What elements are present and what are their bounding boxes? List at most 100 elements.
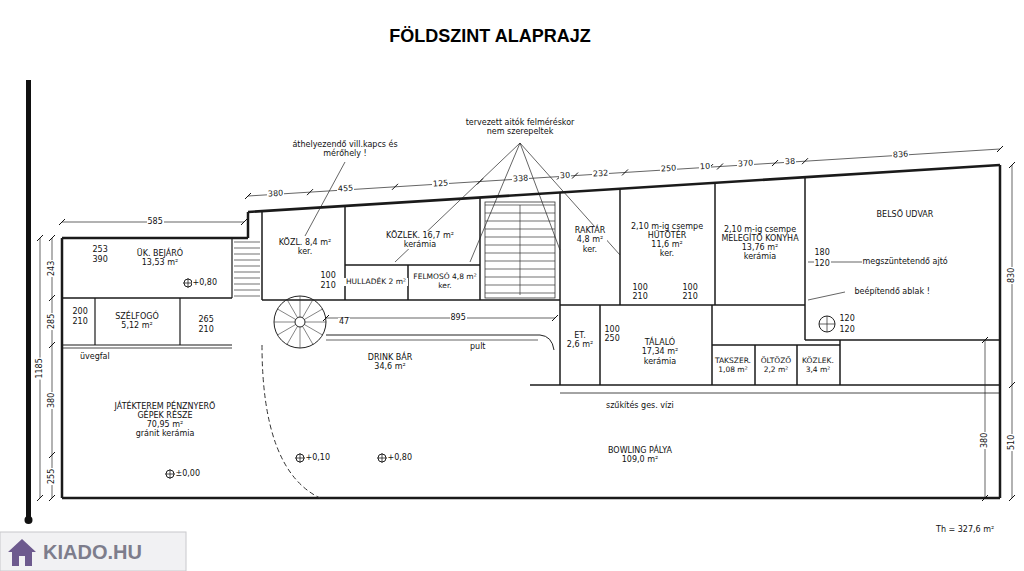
- room-text: gránit kerámia: [108, 429, 223, 438]
- level-marker: [165, 469, 175, 479]
- room-text: 2,6 m²: [567, 340, 593, 349]
- stair-outline: [485, 202, 555, 298]
- level-marker: [166, 470, 174, 478]
- spiral-step: [287, 299, 298, 317]
- plan-label: 390: [92, 256, 109, 265]
- dimension-tick: [245, 193, 251, 199]
- room-text: JÁTÉKTEREM PÉNZNYERŐ GÉPEK RÉSZE: [108, 402, 223, 420]
- room: ET.2,6 m²: [565, 331, 595, 349]
- stair-step: [234, 290, 260, 291]
- wall: [754, 345, 756, 385]
- stair-step: [234, 296, 260, 297]
- room-text: FELMOSÓ 4,8 m²: [413, 273, 476, 282]
- room-text: 109,0 m²: [608, 455, 672, 464]
- wall: [712, 344, 840, 346]
- wall: [61, 238, 64, 498]
- plan-label: 380: [48, 391, 57, 408]
- dimension-tick: [59, 219, 65, 225]
- wall: [560, 304, 805, 306]
- plan-label: 253: [92, 246, 109, 255]
- room-text: ker.: [575, 245, 606, 254]
- page-title: FÖLDSZINT ALAPRAJZ: [389, 26, 590, 47]
- wall: [62, 497, 1000, 500]
- dimension-tick: [772, 160, 778, 166]
- wall: [796, 345, 798, 385]
- plan-label: 47: [338, 318, 350, 327]
- room-text: KÖZLEK.: [802, 357, 834, 366]
- plan-label: tervezett aitók felméréskor nem szerepel…: [457, 119, 584, 137]
- plan-label: 38: [784, 157, 797, 167]
- dimension-tick: [49, 495, 55, 501]
- room-text: 70,95 m²: [108, 420, 223, 429]
- level-marker: [377, 453, 387, 463]
- plan-label: 180: [814, 249, 831, 258]
- spiral-step: [274, 322, 295, 323]
- stair-step: [234, 248, 260, 249]
- leader-line: [470, 143, 520, 262]
- wall: [62, 348, 232, 349]
- level-marker: [295, 453, 305, 463]
- room-text: DRINK BÁR: [368, 353, 412, 362]
- plan-label: 455: [336, 185, 354, 195]
- wall: [560, 393, 1000, 394]
- watermark-box: [0, 532, 186, 571]
- room-text: 34,6 m²: [368, 362, 412, 371]
- room: ÜK. BEJÁRÓ13,53 m²: [135, 249, 185, 267]
- stair-step: [234, 278, 260, 279]
- spiral-step: [287, 326, 298, 344]
- plan-label: 285: [48, 312, 57, 329]
- plan-label: 250: [604, 335, 621, 344]
- room-text: ker.: [631, 249, 703, 258]
- plan-label: 100: [604, 326, 621, 335]
- dimension-tick: [49, 342, 55, 348]
- plan-label: 510: [1008, 433, 1017, 450]
- plan-label: 895: [450, 314, 467, 323]
- plan-label: 210: [72, 318, 89, 327]
- level-marker: [296, 454, 304, 462]
- bar-counter: [326, 340, 538, 341]
- spiral-stair: [295, 317, 305, 327]
- plan-label: 200: [72, 308, 89, 317]
- room: 2,10 m-ig csempeHŰTŐTÉR11,6 m²ker.: [629, 222, 705, 259]
- room: 2,10 m-ig csempeMELEGÍTŐ KONYHA13,76 m²k…: [719, 225, 800, 262]
- spiral-stair: [274, 296, 326, 348]
- stair-arrow: [520, 205, 521, 295]
- room-text: 5,12 m²: [115, 321, 158, 330]
- spiral-step: [303, 326, 314, 344]
- plan-label: pult: [469, 343, 487, 352]
- plan-label: 210: [198, 326, 215, 335]
- wall: [62, 297, 232, 299]
- wall: [530, 384, 1000, 386]
- wall: [262, 299, 560, 301]
- plan-label: 120: [839, 326, 856, 335]
- spiral-step: [303, 299, 314, 317]
- plan-label: 338: [511, 174, 529, 184]
- plan-label: 585: [147, 218, 164, 227]
- dimension-tick: [717, 164, 723, 170]
- wall: [248, 165, 1000, 212]
- room: ÖLTÖZŐ2,2 m²: [759, 357, 794, 374]
- scan-edge: [25, 516, 33, 524]
- plan-label: 836: [891, 150, 909, 160]
- dimension-tick: [1009, 382, 1015, 388]
- plan-label: 243: [48, 259, 57, 276]
- dimension-tick: [997, 146, 1003, 152]
- room-text: 3,4 m²: [802, 366, 834, 375]
- room-text: SZÉLFOGÓ: [115, 312, 158, 321]
- level-marker: [377, 453, 387, 463]
- room-text: 11,6 m²: [631, 240, 703, 249]
- wall: [619, 189, 621, 305]
- room-text: MELEGÍTŐ KONYHA: [721, 234, 798, 243]
- room: BELSŐ UDVAR: [875, 210, 936, 219]
- dimension-tick: [982, 337, 988, 343]
- wall: [804, 177, 806, 340]
- dimension-tick: [552, 315, 558, 321]
- wall: [345, 264, 480, 266]
- room-text: ker.: [413, 282, 476, 291]
- spiral-step: [304, 325, 322, 336]
- dimension-line: [985, 340, 986, 498]
- wall: [839, 340, 841, 385]
- wall: [599, 305, 601, 385]
- dimension-tick: [241, 219, 247, 225]
